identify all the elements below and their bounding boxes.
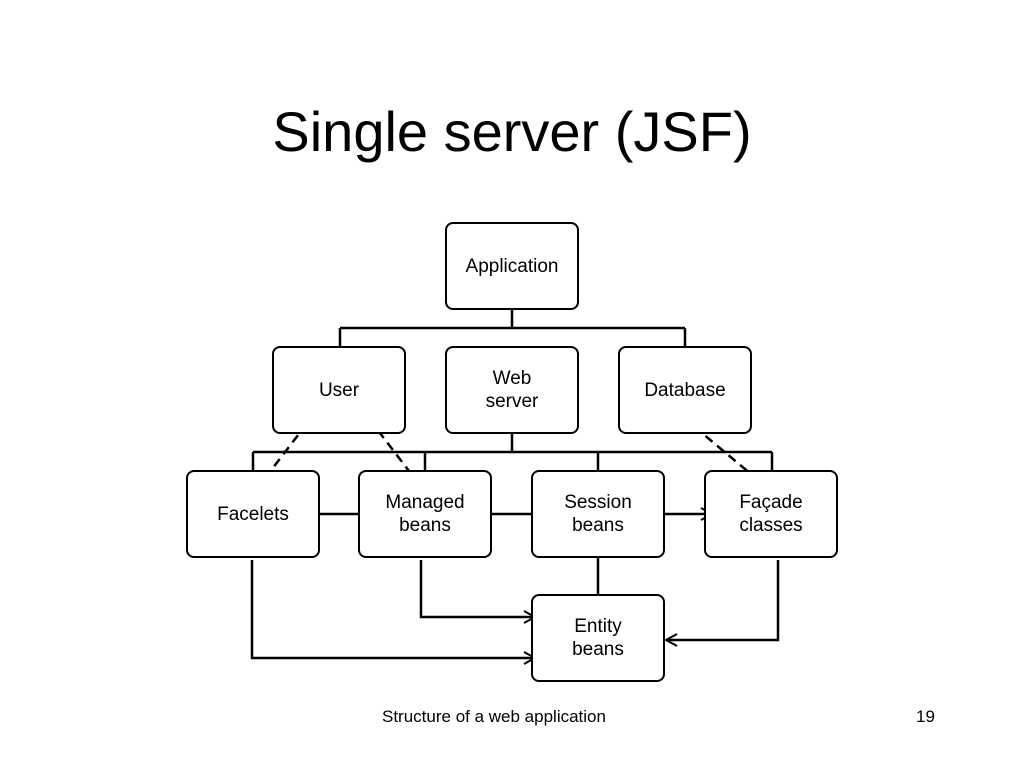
node-label: Façade classes <box>739 492 803 536</box>
node-label: Application <box>465 255 559 277</box>
node-user: User <box>272 346 406 434</box>
node-entity-beans: Entity beans <box>531 594 665 682</box>
arrow-facelets-to-entity <box>250 560 535 658</box>
node-web-server: Web server <box>445 346 579 434</box>
node-label: Session beans <box>564 492 632 536</box>
node-label: Database <box>644 379 726 401</box>
page-number: 19 <box>916 707 935 726</box>
node-managed-beans: Managed beans <box>358 470 492 558</box>
node-session-beans: Session beans <box>531 470 665 558</box>
slide-title: Single server (JSF) <box>272 100 752 163</box>
node-label: User <box>318 379 360 401</box>
arrow-managed-to-entity <box>419 560 535 617</box>
node-label: Managed beans <box>385 492 465 536</box>
node-facade-classes: Façade classes <box>704 470 838 558</box>
node-database: Database <box>618 346 752 434</box>
node-facelets: Facelets <box>186 470 320 558</box>
arrow-facade-to-entity <box>666 560 780 640</box>
node-label: Web server <box>485 368 539 412</box>
footer-caption: Structure of a web application <box>382 707 606 726</box>
node-label: Entity beans <box>572 616 624 660</box>
node-label: Facelets <box>217 503 289 525</box>
node-application: Application <box>445 222 579 310</box>
